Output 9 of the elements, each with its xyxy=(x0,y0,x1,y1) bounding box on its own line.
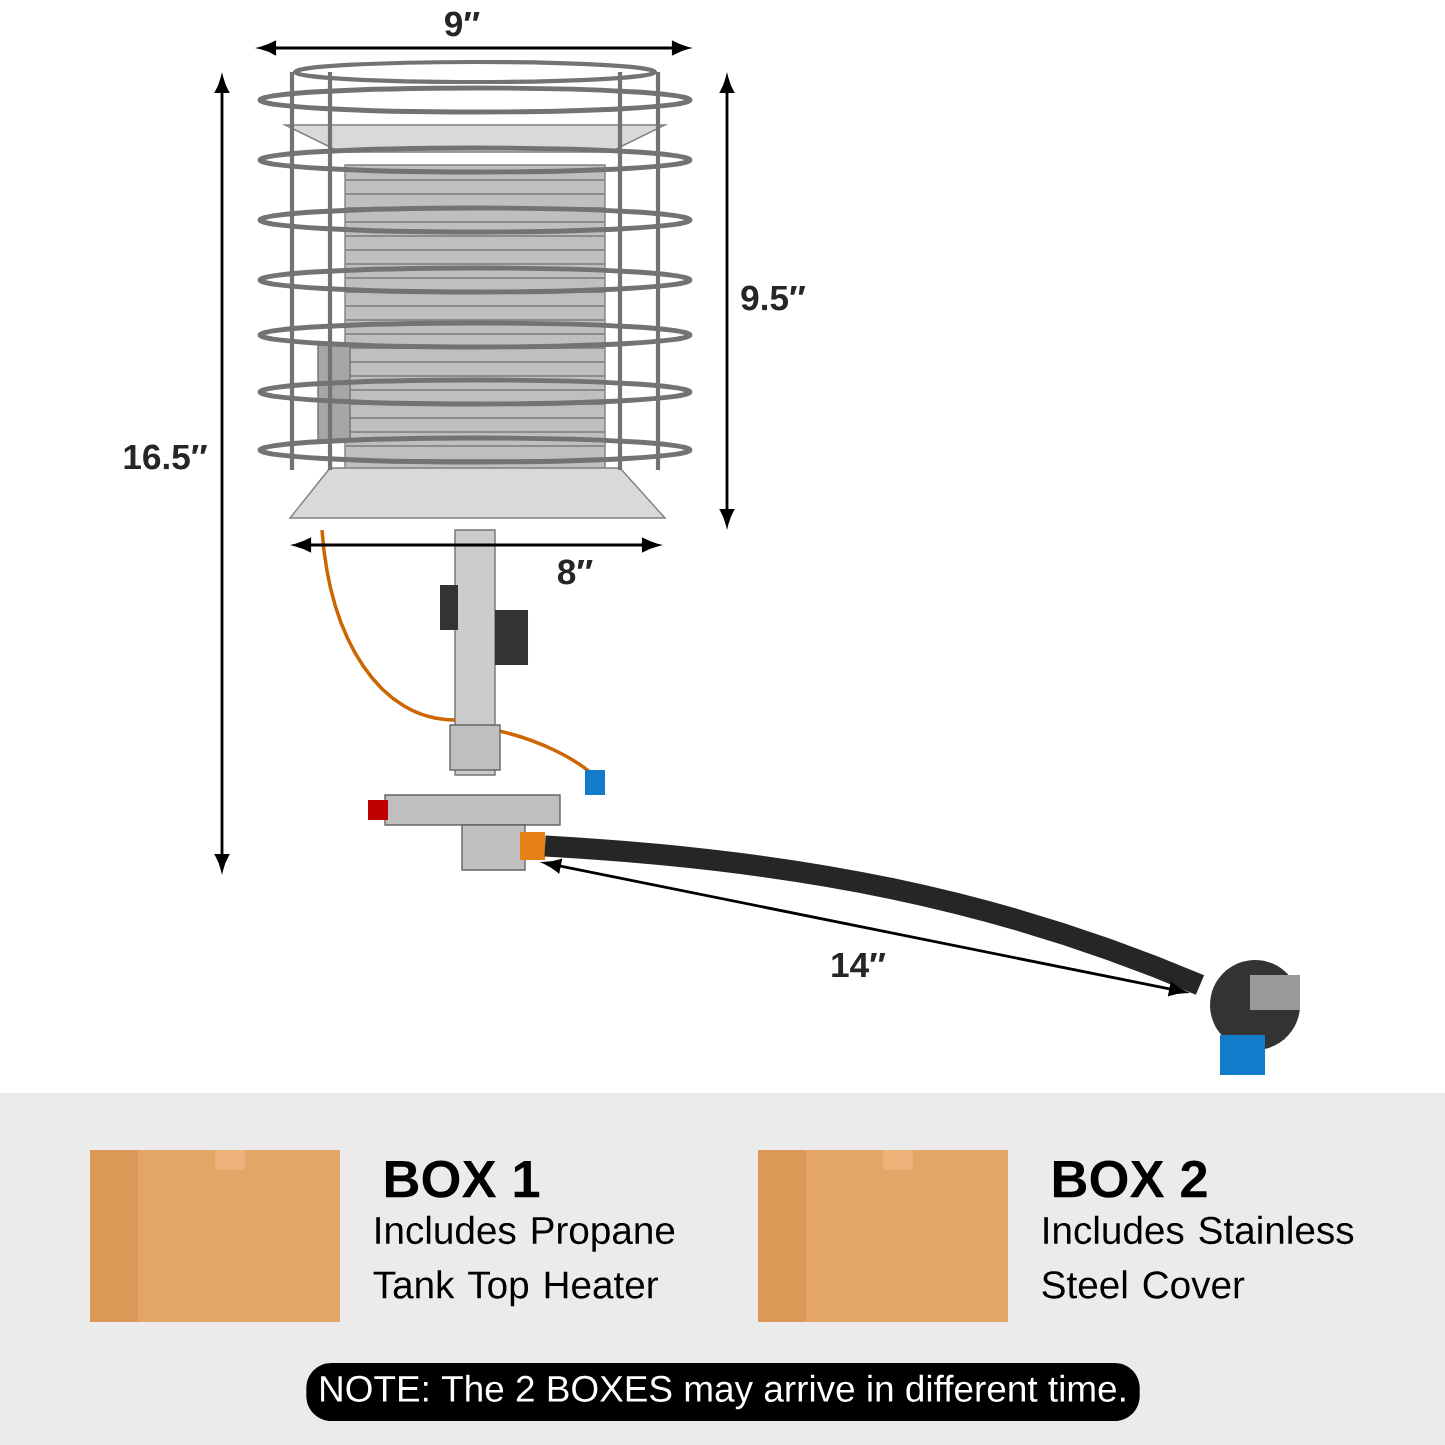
box-heading: BOX 2 xyxy=(1053,1160,1207,1198)
box-description: Includes Propane Tank Top Heater xyxy=(373,1215,675,1307)
dimension-label: 8″ xyxy=(557,559,593,585)
box-heading: BOX 1 xyxy=(385,1160,540,1198)
dimension-label: 9.5″ xyxy=(741,285,806,311)
dimension-label: 9″ xyxy=(445,11,480,37)
box-description: Includes Stainless Steel Cover xyxy=(1042,1215,1354,1299)
dimension-label: 16.5″ xyxy=(124,444,207,470)
note-banner: NOTE: The 2 BOXES may arrive in different time. xyxy=(306,1363,1140,1421)
